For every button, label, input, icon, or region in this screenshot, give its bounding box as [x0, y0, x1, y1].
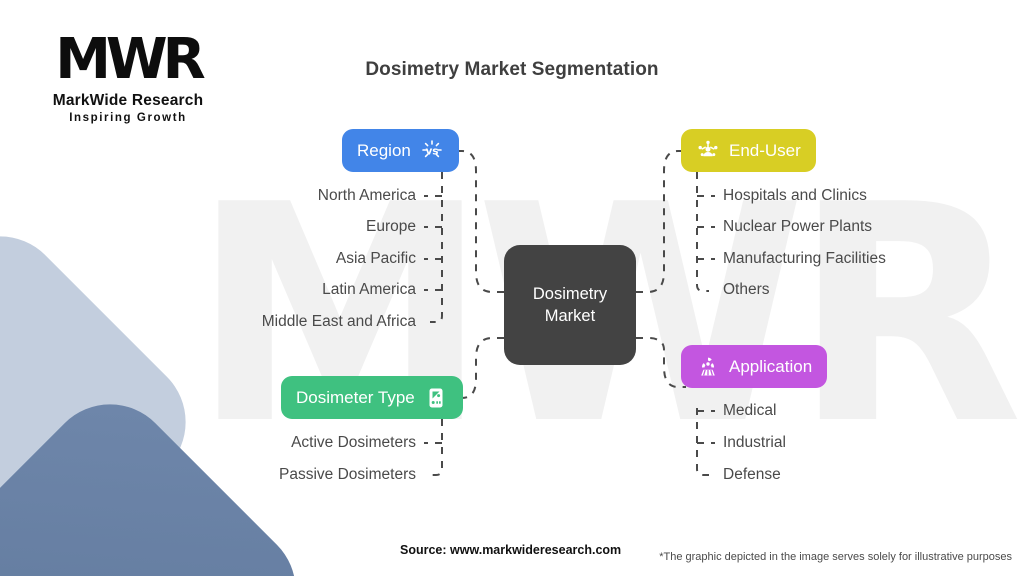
logo-mark: MWR	[55, 27, 206, 92]
leaf-dosimeter-type-1: Passive Dosimeters	[279, 466, 416, 483]
leaf-region-1: Europe	[366, 218, 416, 235]
branch-label-region: Region	[357, 140, 411, 160]
leaf-end-user-1: Nuclear Power Plants	[723, 218, 873, 235]
leaf-application-2: Defense	[723, 466, 781, 483]
dosimeter-device-icon	[429, 388, 443, 407]
center-node-label-line1: Dosimetry	[532, 284, 608, 303]
leaf-region-4: Middle East and Africa	[261, 313, 416, 330]
leaf-application-0: Medical	[723, 402, 777, 419]
page-title: Dosimetry Market Segmentation	[365, 59, 659, 80]
center-node-label-line2: Market	[544, 307, 596, 325]
disclaimer-text: *The graphic depicted in the image serve…	[659, 551, 1012, 563]
leaf-dosimeter-type-0: Active Dosimeters	[291, 434, 416, 451]
branch-label-end-user: End-User	[729, 140, 801, 160]
leaf-region-0: North America	[317, 187, 416, 204]
users-group-icon	[698, 140, 718, 156]
logo-tagline: Inspiring Growth	[69, 112, 187, 124]
logo-company-name: MarkWide Research	[52, 92, 204, 109]
leaf-end-user-2: Manufacturing Facilities	[723, 250, 886, 267]
branch-badge-region[interactable]: Region vs	[342, 129, 459, 172]
branch-badge-dosimeter-type[interactable]: Dosimeter Type	[281, 376, 463, 419]
leaf-region-3: Latin America	[322, 281, 416, 298]
branch-label-dosimeter-type: Dosimeter Type	[296, 387, 415, 407]
branch-badge-end-user[interactable]: End-User	[681, 129, 816, 172]
branch-label-application: Application	[729, 356, 813, 376]
radiation-icon	[701, 357, 715, 375]
leaf-region-2: Asia Pacific	[335, 250, 416, 267]
leaf-end-user-0: Hospitals and Clinics	[723, 187, 867, 204]
branch-badge-application[interactable]: Application	[681, 345, 828, 388]
leaf-application-1: Industrial	[723, 434, 786, 451]
center-node: Dosimetry Market	[504, 245, 636, 365]
brand-logo: MWR MarkWide Research Inspiring Growth	[28, 27, 228, 125]
svg-text:vs: vs	[425, 145, 438, 157]
source-label: Source: www.markwideresearch.com	[400, 543, 622, 557]
globe-network-icon: vs	[422, 139, 442, 157]
leaf-end-user-3: Others	[723, 281, 770, 298]
